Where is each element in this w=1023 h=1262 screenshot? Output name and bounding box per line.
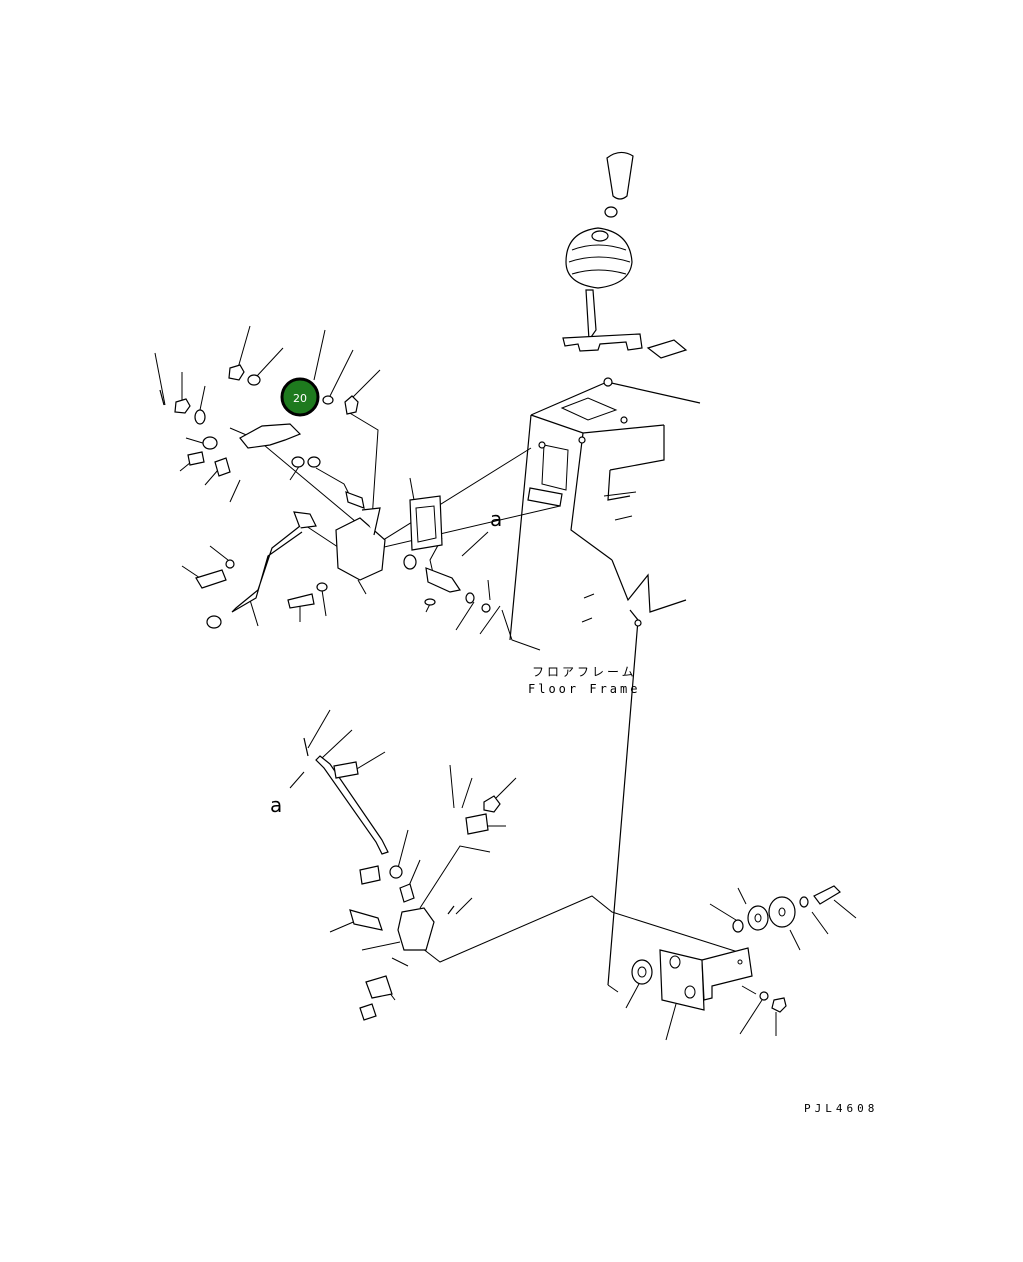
switch-box: [335, 517, 386, 581]
lever-shaft: [585, 289, 597, 342]
lower-rod: [315, 755, 389, 855]
floor-frame: [509, 377, 701, 986]
callout-20-circle[interactable]: [280, 377, 320, 417]
control-rod: [231, 525, 303, 613]
callout-20[interactable]: 20: [280, 377, 320, 417]
reference-a-upper: a: [490, 507, 502, 531]
gasket-plate: [646, 339, 688, 359]
shift-lever-assembly: [562, 151, 688, 359]
floor-frame-label-en: Floor Frame: [528, 682, 640, 696]
reference-a-lower: a: [270, 793, 282, 817]
mounting-plate: [659, 949, 705, 1011]
bracket-assembly: [625, 885, 857, 1041]
callout-20-number: 20: [293, 392, 307, 405]
lever-knob: [606, 151, 634, 200]
upper-linkage: [154, 325, 561, 651]
knob-nut: [604, 206, 618, 218]
drawing-code: PJL4608: [804, 1102, 878, 1115]
cover-gasket: [409, 495, 443, 551]
lower-linkage: [303, 709, 739, 1021]
floor-frame-label-jp: フロアフレーム: [532, 665, 637, 679]
sensor-body: [397, 907, 435, 951]
link-bracket: [239, 423, 302, 449]
lever-boot: [565, 227, 633, 289]
lever-base-bracket: [562, 333, 643, 352]
